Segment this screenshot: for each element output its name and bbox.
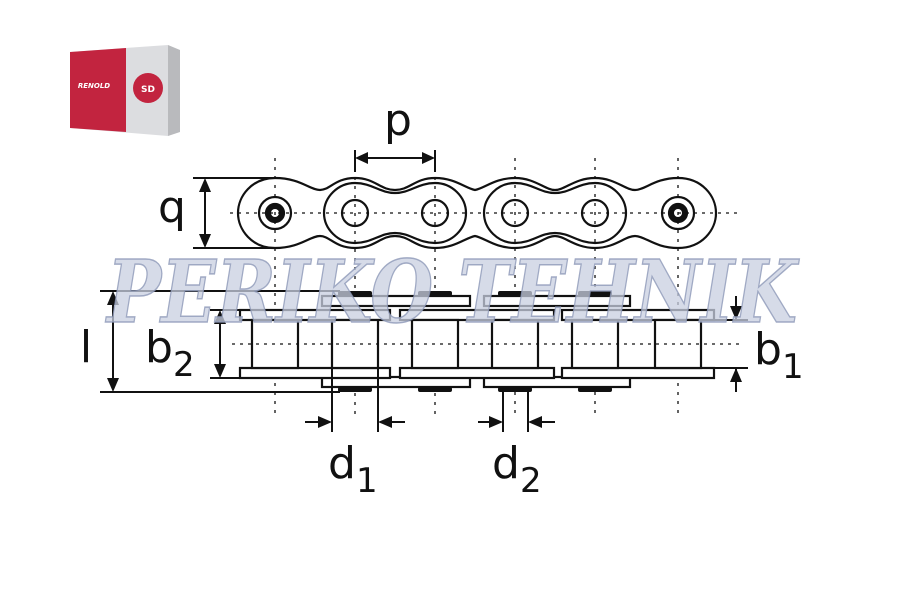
- product-box-logo: SD RENOLD: [70, 45, 180, 136]
- chain-outline: [236, 176, 718, 250]
- label-d2: d2: [492, 438, 542, 501]
- dimension-b2: [210, 309, 245, 379]
- dimension-l: [100, 290, 340, 393]
- label-b2: b2: [145, 322, 195, 385]
- inner-plate-top: [238, 308, 392, 322]
- dimension-p: [354, 150, 436, 172]
- label-q: q: [158, 182, 186, 233]
- dimension-d2: [478, 392, 555, 432]
- outer-plate-top: [482, 294, 632, 308]
- roller: [653, 318, 703, 370]
- dimension-b1: [710, 296, 748, 392]
- chain-side-view: [238, 294, 716, 389]
- watermark-text: PERIKO TEHNIK: [104, 242, 799, 343]
- box-front-red: [70, 48, 126, 132]
- inner-link-2: [482, 181, 628, 245]
- label-p: p: [384, 95, 412, 146]
- dimension-d1: [305, 368, 405, 432]
- inner-link-1: [322, 181, 468, 245]
- inner-plate-top: [560, 308, 716, 322]
- outer-plate-bottom: [320, 375, 472, 389]
- box-brand-text: RENOLD: [78, 82, 110, 90]
- pin-center-lines: [274, 150, 679, 415]
- dimension-q: [193, 177, 275, 249]
- inner-plate-bottom: [560, 366, 716, 380]
- outer-plate-bottom: [482, 375, 632, 389]
- label-b1: b1: [754, 324, 804, 387]
- pin-heads: [338, 291, 612, 392]
- outer-plate-top: [320, 294, 472, 308]
- inner-plate-bottom: [398, 366, 556, 380]
- box-badge-circle: [133, 73, 163, 103]
- inner-plate-top: [398, 308, 556, 322]
- label-d1: d1: [328, 438, 378, 501]
- inner-plate-bottom: [238, 366, 392, 380]
- chain-top-view: [236, 176, 718, 250]
- box-badge-text: SD: [141, 85, 155, 95]
- box-side: [168, 45, 180, 136]
- label-l: l: [80, 322, 92, 373]
